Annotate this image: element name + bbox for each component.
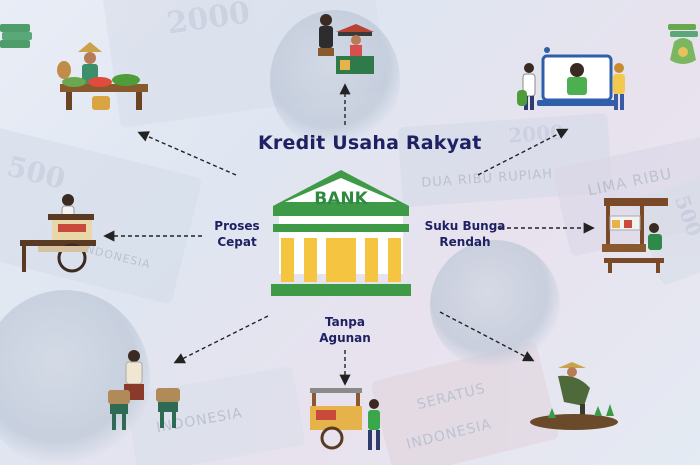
portrait-bg-left [0, 290, 150, 465]
feature-fast-process: Proses Cepat [208, 218, 266, 250]
bank-label: BANK [314, 189, 368, 209]
food-cart-icon [20, 194, 96, 273]
feature-fast-line2: Cepat [217, 235, 257, 249]
feature-no-collateral: Tanpa Agunan [310, 314, 380, 346]
feature-rate-line2: Rendah [439, 235, 491, 249]
arrow-to-vendor [173, 315, 269, 364]
arrow-to-market [137, 131, 237, 176]
food-stall-icon [602, 198, 668, 273]
market-vendor-icon [57, 42, 148, 110]
page-title: Kredit Usaha Rakyat [258, 132, 482, 154]
feature-low-rate: Suku Bunga Rendah [420, 218, 510, 250]
feature-rate-line1: Suku Bunga [424, 219, 506, 233]
cart-pusher-icon [310, 388, 380, 450]
street-vendor-icon [108, 350, 180, 430]
arrow-to-farmer [439, 311, 535, 362]
money-bag-icon [668, 24, 698, 64]
portrait-bg-right [430, 240, 560, 370]
portrait-bg-top [270, 10, 400, 150]
feature-collateral-line1: Tanpa [325, 315, 365, 329]
shop-owner-icon [318, 14, 374, 74]
bank-icon: BANK [271, 170, 411, 296]
farmer-icon [530, 362, 618, 430]
online-business-icon [517, 47, 625, 110]
arrow-to-online [477, 128, 569, 176]
feature-fast-line1: Proses [214, 219, 260, 233]
money-stack-icon [0, 24, 32, 48]
feature-collateral-line2: Agunan [319, 331, 371, 345]
